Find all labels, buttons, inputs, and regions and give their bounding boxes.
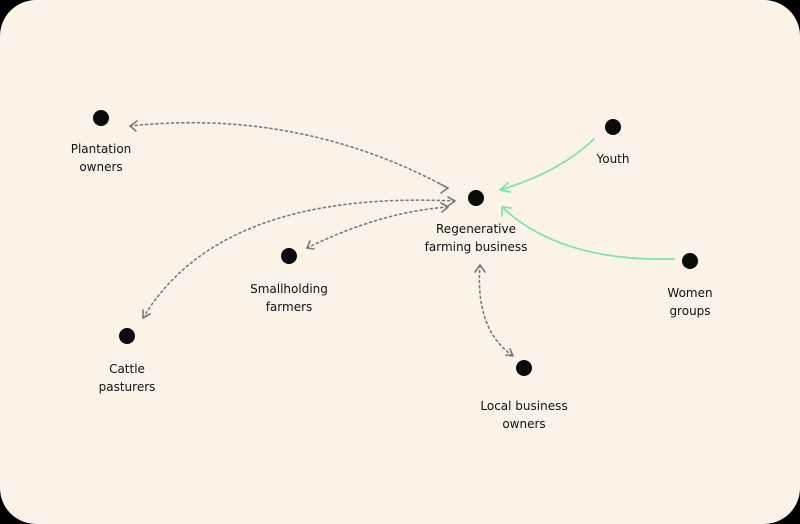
arrowhead-business-from-smallholding	[440, 202, 449, 213]
node-local	[516, 360, 532, 376]
node-plantation	[93, 110, 109, 126]
edge-smallholding-business	[306, 206, 449, 249]
arrowhead-business-from-plantation	[439, 183, 449, 194]
edge-local-business	[478, 264, 514, 357]
edge-plantation-business	[129, 121, 449, 189]
arrowhead-business-from-cattle	[447, 196, 456, 207]
node-youth	[605, 119, 621, 135]
node-women	[682, 253, 698, 269]
node-cattle	[119, 328, 135, 344]
edge-youth-business	[499, 138, 595, 191]
arrowhead-local	[505, 348, 514, 357]
node-smallholding	[281, 248, 297, 264]
arrowhead-business-from-local	[474, 264, 486, 273]
label-youth: Youth	[596, 152, 630, 166]
edge-cattle-business	[142, 199, 456, 319]
arrowhead-cattle	[142, 309, 151, 319]
arrowhead-women	[501, 206, 512, 217]
arrowhead-smallholding	[306, 240, 315, 250]
edge-women-business	[501, 206, 675, 261]
node-business	[468, 190, 484, 206]
arrowhead-youth	[499, 182, 511, 193]
arrowhead-plantation	[129, 120, 138, 132]
